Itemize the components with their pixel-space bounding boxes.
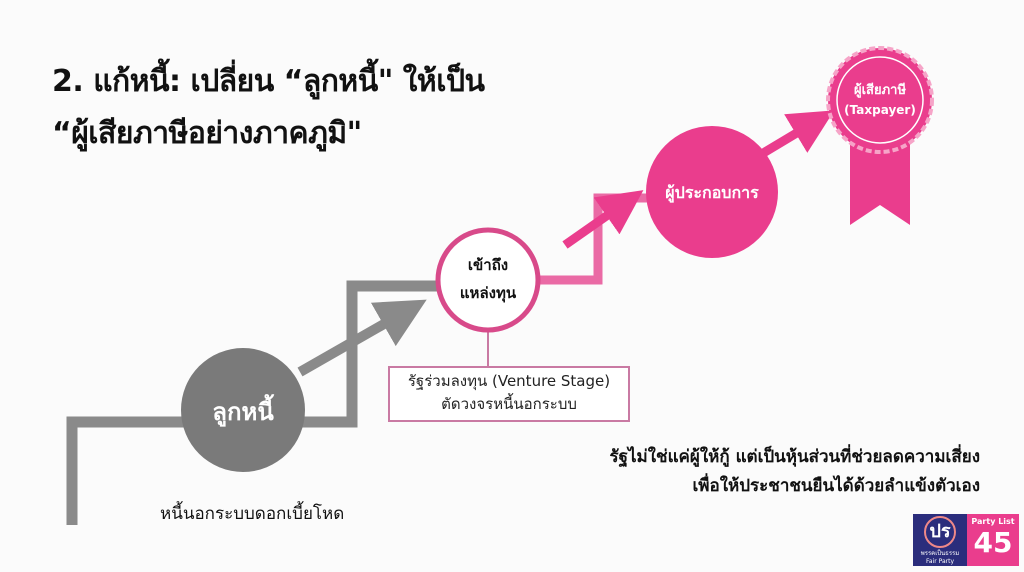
debtor-label: ลูกหนี้ <box>212 393 275 427</box>
debtor-circle <box>181 348 305 472</box>
party-mark: ปร <box>924 515 956 548</box>
gray-arrow <box>297 299 427 377</box>
title-line-1: 2. แก้หนี้: เปลี่ยน “ลูกหนี้" ให้เป็น <box>52 64 485 99</box>
title-line-2: “ผู้เสียภาษีอย่างภาคภูมิ" <box>52 116 362 151</box>
party-list-label: Party List <box>971 517 1015 526</box>
taxpayer-badge <box>826 46 934 154</box>
taxpayer-label-2: (Taxpayer) <box>844 103 916 117</box>
venture-line-1: รัฐร่วมลงทุน (Venture Stage) <box>407 372 611 390</box>
entrepreneur-label: ผู้ประกอบการ <box>665 183 759 204</box>
state-note-2: เพื่อให้ประชาชนยืนได้ด้วยลำแข้งตัวเอง <box>692 476 981 496</box>
venture-line-2: ตัดวงจรหนี้นอกระบบ <box>441 395 577 413</box>
entrepreneur-circle <box>646 126 778 258</box>
pink-arrow-1 <box>562 190 644 249</box>
party-number: 45 <box>973 526 1013 559</box>
access-circle <box>435 227 541 333</box>
state-note-1: รัฐไม่ใช่แค่ผู้ให้กู้ แต่เป็นหุ้นส่วนที่… <box>609 447 980 467</box>
venture-stage-box: รัฐร่วมลงทุน (Venture Stage) ตัดวงจรหนี้… <box>388 366 630 422</box>
access-label-2: แหล่งทุน <box>460 284 517 303</box>
access-label-1: เข้าถึง <box>468 256 508 274</box>
gray-step-line <box>66 280 440 525</box>
taxpayer-label-1: ผู้เสียภาษี <box>854 82 906 98</box>
pink-arrow-2 <box>757 110 835 159</box>
party-name-en: Fair Party <box>925 557 954 565</box>
loan-shark-note: หนี้นอกระบบดอกเบี้ยโหด <box>160 504 345 524</box>
pink-step-line <box>536 193 650 285</box>
party-list-badge: Party List 45 <box>967 514 1019 566</box>
party-logo: ปร พรรคเป็นธรรม Fair Party Party List 45 <box>913 514 1019 566</box>
badge-ring <box>836 56 924 144</box>
ribbon-tails <box>850 130 910 225</box>
party-emblem: ปร พรรคเป็นธรรม Fair Party <box>913 514 967 566</box>
party-name: พรรคเป็นธรรม <box>920 549 960 557</box>
